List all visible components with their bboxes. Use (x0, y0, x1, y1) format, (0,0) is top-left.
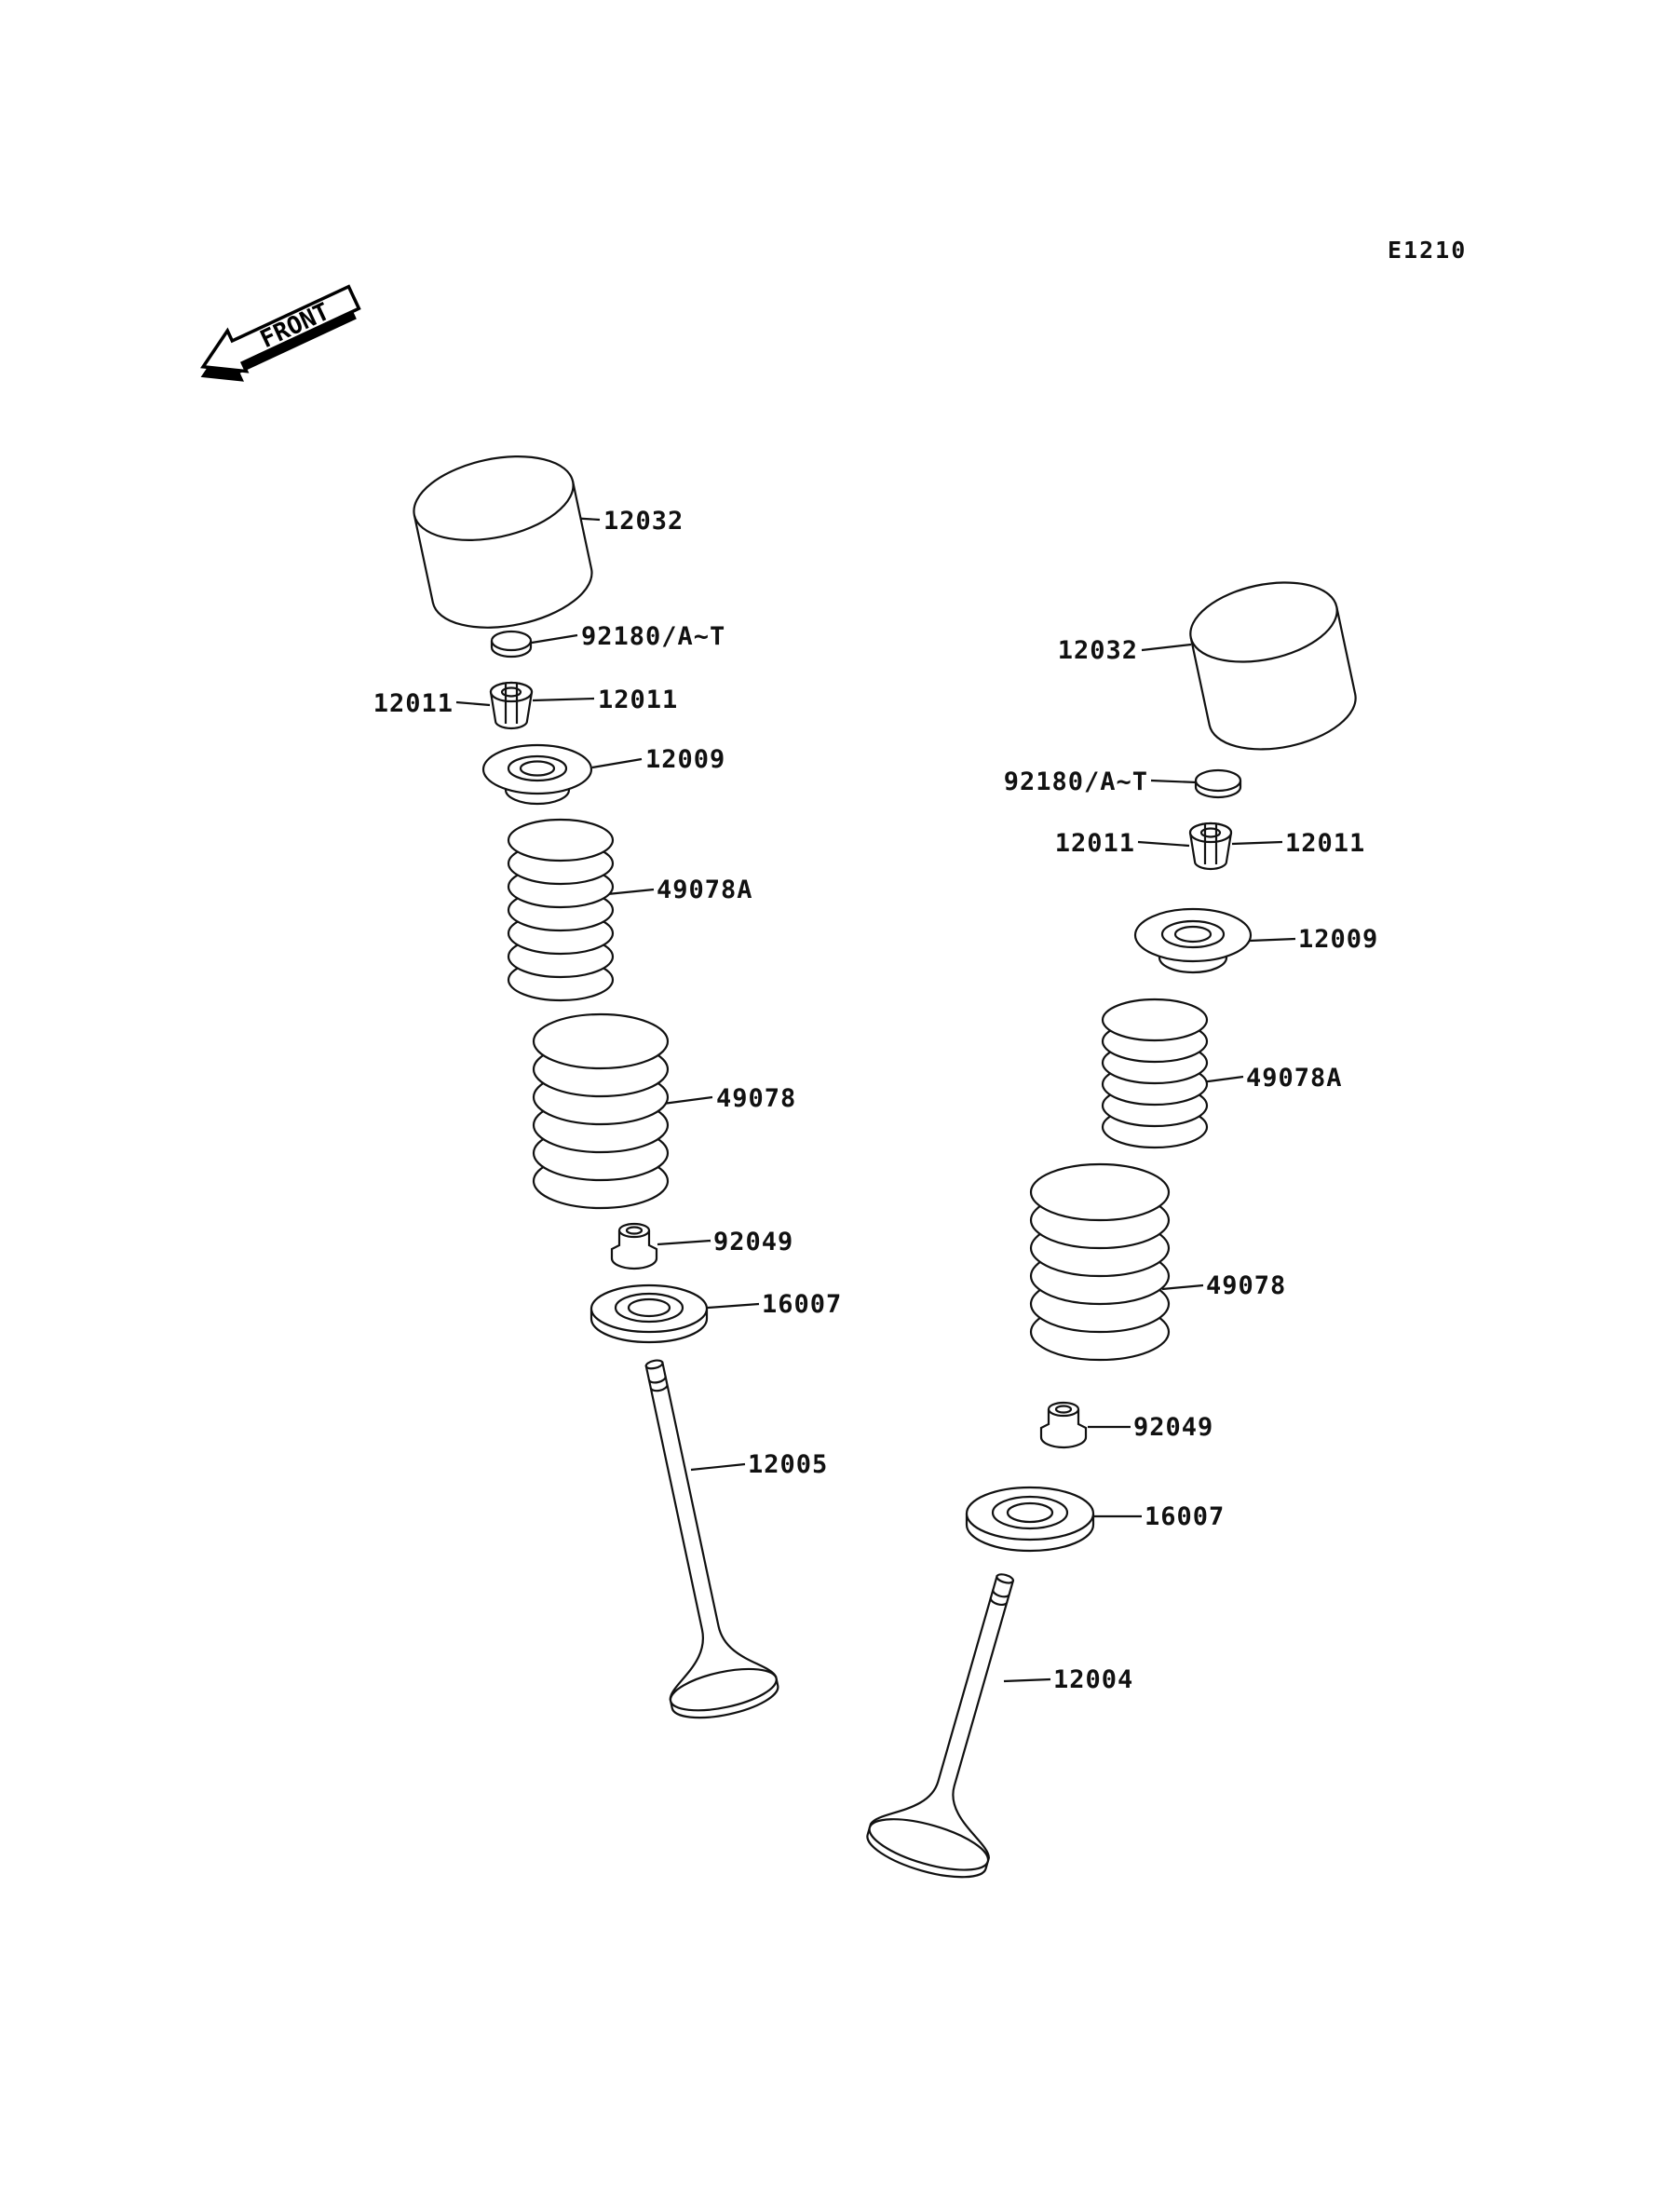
leader-right-tappet (1141, 643, 1192, 652)
leader-left-keeper-l (455, 700, 491, 707)
leader-left-seat (707, 1302, 760, 1310)
front-arrow-shape (200, 284, 361, 373)
leader-right-keeper-l (1137, 840, 1190, 848)
leader-left-shim (531, 633, 578, 645)
leader-right-keeper-r (1231, 840, 1283, 846)
left-spring-inner-drawing (507, 818, 615, 1002)
left-keepers-drawing (489, 681, 534, 730)
label-right-valve: 12004 (1053, 1665, 1134, 1694)
label-right-retainer: 12009 (1298, 925, 1379, 954)
label-right-keeper-l: 12011 (1054, 829, 1135, 858)
leader-left-keeper-r (532, 697, 595, 702)
label-left-retainer: 12009 (645, 745, 726, 774)
left-seat-drawing (589, 1283, 709, 1344)
right-shim-drawing (1194, 768, 1242, 799)
label-right-seat: 16007 (1145, 1502, 1226, 1531)
label-right-spring-outer: 49078 (1206, 1271, 1287, 1300)
label-left-seal: 92049 (713, 1228, 794, 1256)
leader-right-valve (1003, 1677, 1051, 1683)
left-valve-drawing (644, 1359, 779, 1719)
label-left-shim: 92180/A~T (581, 622, 726, 651)
right-spring-inner-drawing (1101, 998, 1209, 1149)
right-keepers-drawing (1188, 822, 1233, 871)
label-left-seat: 16007 (762, 1290, 843, 1319)
leader-right-shim (1150, 779, 1198, 784)
label-left-keeper-l: 12011 (373, 689, 454, 718)
label-right-spring-inner: 49078A (1246, 1064, 1343, 1093)
label-left-spring-outer: 49078 (716, 1084, 797, 1113)
leader-right-spring-outer (1161, 1283, 1204, 1291)
right-seat-drawing (965, 1486, 1095, 1553)
right-tappet-drawing (1189, 581, 1357, 751)
left-shim-drawing (490, 630, 533, 659)
label-right-seal: 92049 (1133, 1413, 1214, 1442)
left-retainer-drawing (481, 743, 593, 806)
right-seal-drawing (1039, 1401, 1088, 1449)
left-seal-drawing (610, 1222, 658, 1270)
label-right-tappet: 12032 (1057, 636, 1138, 665)
leader-left-retainer (591, 757, 643, 769)
left-spring-outer-drawing (532, 1012, 670, 1210)
label-left-spring-inner: 49078A (657, 876, 753, 904)
leader-left-seal (657, 1239, 711, 1246)
right-spring-outer-drawing (1029, 1162, 1171, 1362)
leader-right-spring-inner (1200, 1075, 1244, 1084)
label-right-keeper-r: 12011 (1285, 829, 1366, 858)
front-arrow: FRONT (200, 284, 361, 382)
label-left-tappet: 12032 (603, 507, 684, 536)
leader-left-valve (690, 1462, 746, 1472)
leader-right-retainer (1249, 937, 1296, 943)
left-tappet-drawing (413, 455, 593, 629)
right-retainer-drawing (1133, 907, 1253, 974)
page-code: E1210 (1388, 237, 1468, 264)
label-left-keeper-r: 12011 (598, 686, 679, 714)
label-left-valve: 12005 (748, 1450, 829, 1479)
label-right-shim: 92180/A~T (1003, 767, 1148, 796)
leader-left-spring-outer (662, 1095, 713, 1106)
leader-left-spring-inner (606, 888, 655, 896)
right-valve-drawing (866, 1573, 1015, 1879)
leader-lines (455, 516, 1296, 1683)
